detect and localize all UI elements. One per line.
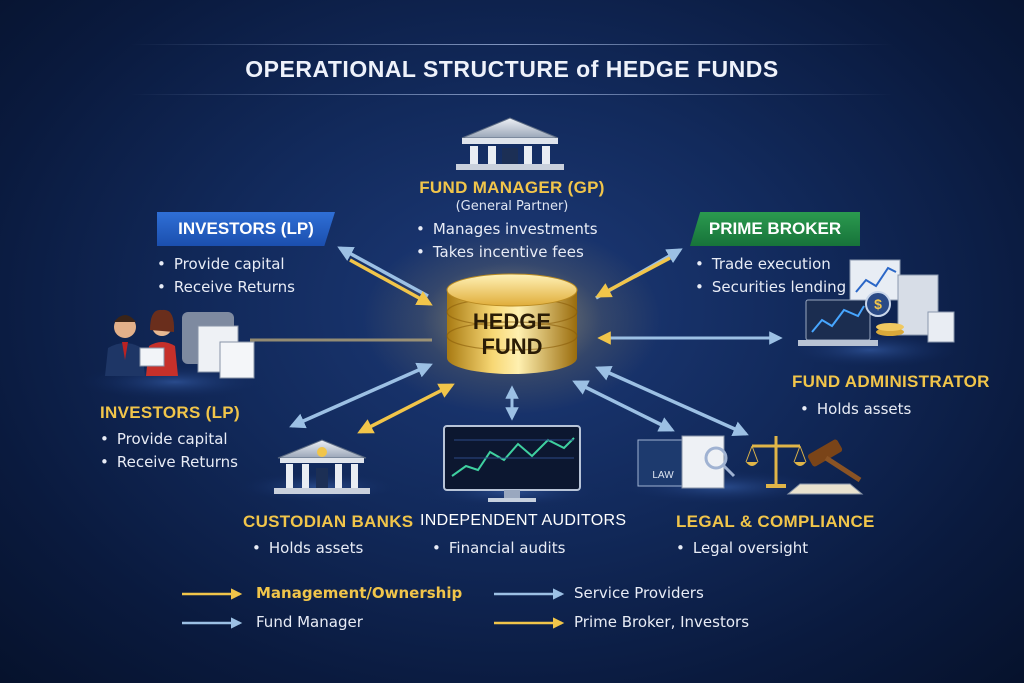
arrow-legal-outer	[595, 365, 749, 437]
list-item: Legal oversight	[676, 537, 808, 560]
arrow-legal-inner	[572, 380, 675, 432]
hedge-fund-label-line1: HEDGE	[473, 309, 551, 334]
legend-fund-manager-label: Fund Manager	[256, 613, 363, 631]
list-item: Receive Returns	[100, 451, 238, 474]
arrow-investors-top-management	[349, 258, 433, 306]
investors-left-heading: INVESTORS (LP)	[100, 403, 240, 422]
legal-compliance-heading: LEGAL & COMPLIANCE	[676, 512, 875, 531]
fund-manager-bullets: Manages investments Takes incentive fees	[416, 218, 598, 264]
gavel-icon	[786, 439, 864, 495]
arrow-investors-top-service	[337, 246, 429, 298]
trading-computer-icon: $	[798, 259, 955, 346]
custodian-bank-icon	[274, 439, 370, 494]
svg-text:$: $	[874, 296, 882, 312]
list-item: Holds assets	[252, 537, 363, 560]
fund-manager-subtitle: (General Partner)	[455, 199, 569, 214]
arrow-custodian-management	[357, 383, 455, 434]
arrow-custodian-service	[289, 362, 433, 429]
legend-management-label: Management/Ownership	[256, 584, 463, 602]
list-item: Holds assets	[800, 398, 911, 421]
law-book-icon: LAW	[637, 435, 736, 489]
legend-prime-investors-label: Prime Broker, Investors	[574, 613, 750, 631]
hedge-fund-label-line2: FUND	[481, 334, 542, 359]
list-item: Receive Returns	[157, 276, 295, 299]
arrow-prime-broker-management	[595, 256, 671, 298]
list-item: Manages investments	[416, 218, 598, 241]
list-item: Takes incentive fees	[416, 241, 598, 264]
hedge-fund-cylinder-icon	[446, 273, 578, 374]
legal-compliance-bullets: Legal oversight	[676, 537, 808, 560]
fund-administrator-bullets: Holds assets	[800, 398, 911, 421]
investors-top-bullets: Provide capital Receive Returns	[157, 253, 295, 299]
scales-of-justice-icon	[745, 436, 807, 488]
list-item: Provide capital	[157, 253, 295, 276]
independent-auditors-heading: INDEPENDENT AUDITORS	[420, 512, 627, 529]
investors-top-heading: INVESTORS (LP)	[178, 219, 314, 238]
bank-building-icon	[456, 117, 564, 170]
list-item: Securities lending	[695, 276, 846, 299]
fund-manager-node: FUND MANAGER (GP) (General Partner)	[362, 178, 662, 214]
law-book-label: LAW	[652, 470, 674, 481]
fund-manager-heading: FUND MANAGER (GP)	[419, 178, 605, 197]
investors-top-banner: INVESTORS (LP)	[157, 212, 335, 246]
auditor-monitor-icon	[443, 425, 581, 502]
custodian-banks-bullets: Holds assets	[252, 537, 363, 560]
list-item: Financial audits	[432, 537, 566, 560]
list-item: Trade execution	[695, 253, 846, 276]
independent-auditors-bullets: Financial audits	[432, 537, 566, 560]
prime-broker-banner: PRIME BROKER	[690, 212, 860, 246]
prime-broker-heading: PRIME BROKER	[708, 219, 842, 238]
title-rule-bottom	[130, 94, 894, 95]
page-title: OPERATIONAL STRUCTURE of HEDGE FUNDS	[245, 56, 779, 82]
investors-left-bullets: Provide capital Receive Returns	[100, 428, 238, 474]
title-rule-top	[130, 44, 894, 45]
prime-broker-bullets: Trade execution Securities lending	[695, 253, 846, 299]
custodian-banks-heading: CUSTODIAN BANKS	[243, 512, 414, 531]
fund-administrator-heading: FUND ADMINISTRATOR	[792, 372, 990, 391]
investors-people-icon	[105, 309, 255, 379]
list-item: Provide capital	[100, 428, 238, 451]
legend-service-label: Service Providers	[574, 584, 704, 602]
